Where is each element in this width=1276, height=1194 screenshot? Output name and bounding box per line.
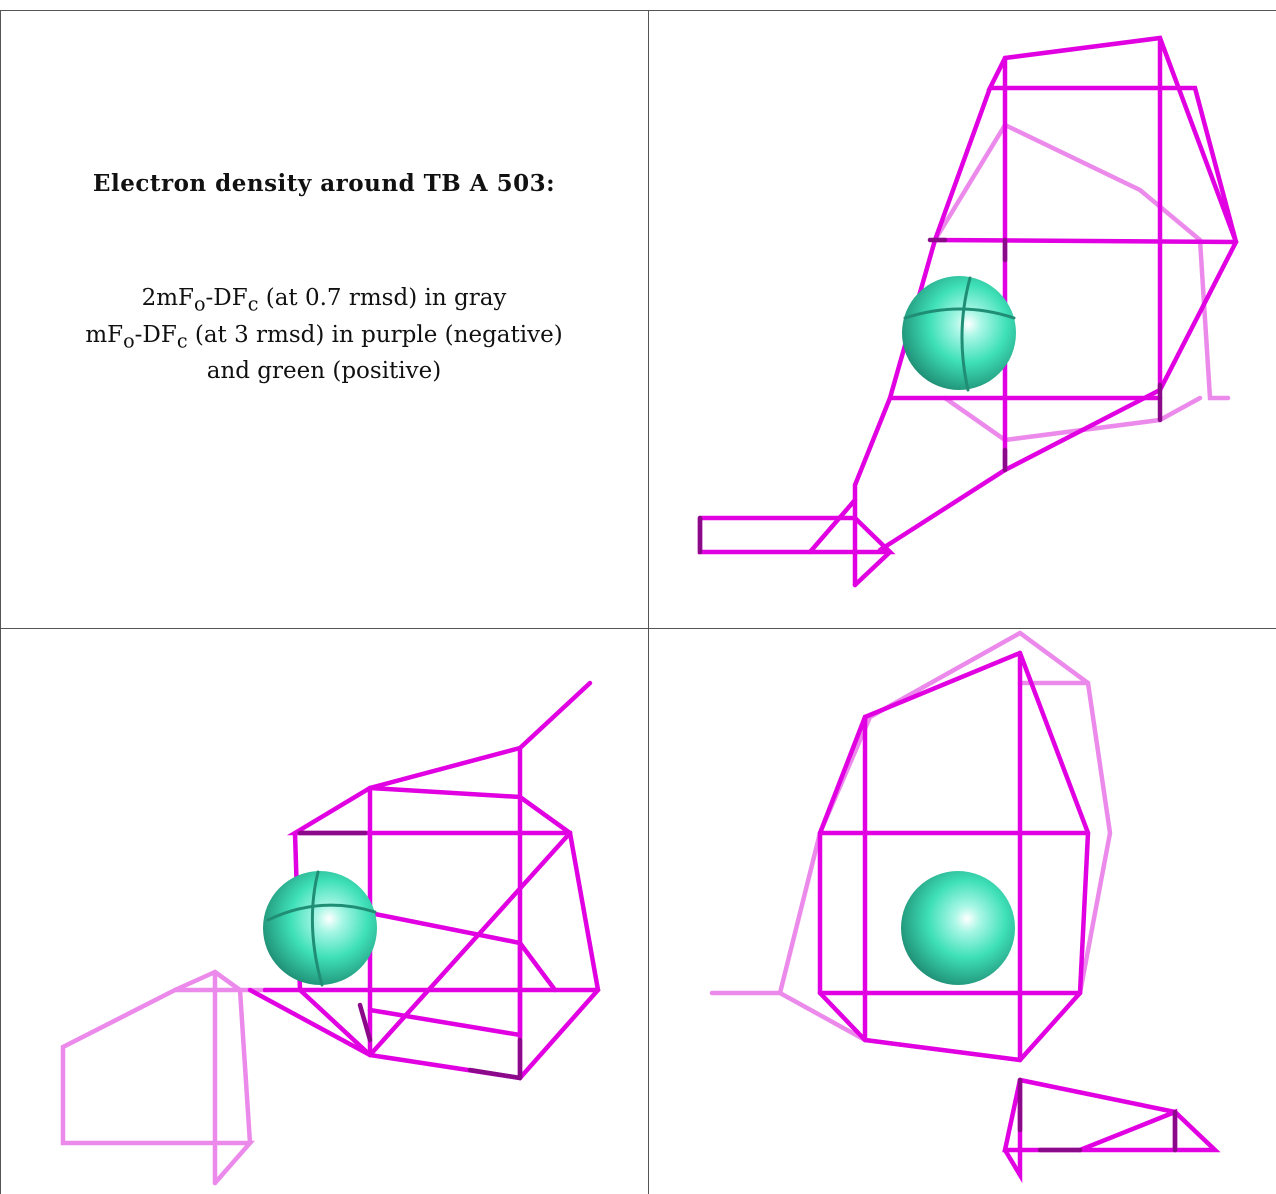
caption-text: 2mFo-DFc (at 0.7 rmsd) in gray mFo-DFc (… — [0, 283, 648, 387]
atom-sphere — [902, 276, 1016, 390]
atom-sphere — [901, 871, 1015, 985]
view-top-right — [697, 35, 1239, 588]
atom-sphere — [263, 871, 377, 985]
top-border — [0, 10, 1276, 11]
mesh-front-lines — [247, 680, 601, 1081]
left-border — [0, 10, 1, 1194]
middle-divider — [0, 628, 1276, 629]
mesh-dark-edges — [697, 237, 1163, 555]
caption-line-2: mFo-DFc (at 3 rmsd) in purple (negative) — [85, 321, 563, 353]
caption-line-3: and green (positive) — [206, 358, 442, 385]
mesh-front-lines — [817, 650, 1221, 1184]
caption-title: Electron density around TB A 503: — [92, 170, 556, 197]
caption-panel: Electron density around TB A 503: 2mFo-D… — [0, 0, 648, 628]
mesh-back-lines — [60, 969, 268, 1186]
mesh-dark-edges — [1017, 1077, 1178, 1153]
atom-mesh-overlay — [903, 276, 1016, 392]
center-divider — [648, 10, 649, 1194]
mesh-dark-edges — [297, 830, 523, 1081]
atom-mesh-overlay — [266, 870, 377, 987]
caption-line-1: 2mFo-DFc (at 0.7 rmsd) in gray — [141, 285, 507, 316]
view-bottom-left — [60, 680, 601, 1186]
view-bottom-right — [709, 630, 1221, 1184]
